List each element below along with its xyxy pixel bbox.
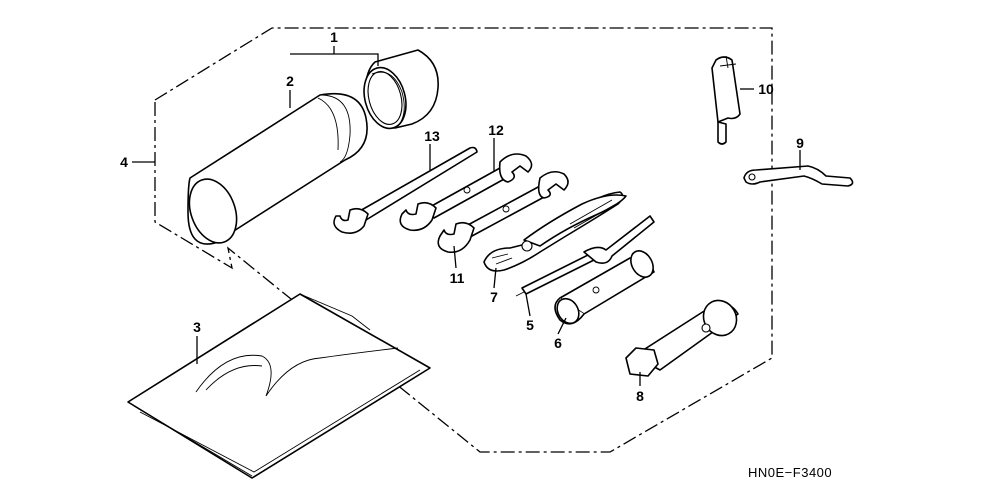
wrench-11 bbox=[437, 170, 569, 254]
callout-4: 4 bbox=[120, 154, 128, 170]
leader-5 bbox=[525, 293, 531, 317]
kit-boundary bbox=[154, 27, 773, 453]
spark-plug-wrench bbox=[625, 299, 739, 377]
callout-2: 2 bbox=[286, 73, 294, 89]
callout-7: 7 bbox=[490, 289, 498, 305]
screwdriver bbox=[515, 215, 655, 297]
leader-11 bbox=[453, 245, 457, 269]
callout-6: 6 bbox=[554, 335, 562, 351]
callout-9: 9 bbox=[796, 135, 804, 151]
tool-case-tube bbox=[187, 92, 368, 245]
screwdriver-grip bbox=[711, 55, 741, 145]
leader-1 bbox=[290, 53, 379, 66]
wrench-12 bbox=[399, 153, 533, 232]
callout-11: 11 bbox=[450, 270, 465, 286]
callout-12: 12 bbox=[488, 122, 504, 138]
tool-case-cap bbox=[363, 49, 439, 130]
leader-7 bbox=[493, 267, 497, 289]
callout-5: 5 bbox=[526, 317, 534, 333]
leader-6 bbox=[557, 317, 567, 335]
bent-handle bbox=[743, 165, 854, 187]
callout-3: 3 bbox=[193, 319, 201, 335]
callout-1: 1 bbox=[330, 29, 338, 45]
callout-10: 10 bbox=[758, 81, 774, 97]
box-spanner-socket bbox=[554, 250, 655, 325]
callout-8: 8 bbox=[636, 388, 644, 404]
pliers bbox=[483, 191, 627, 272]
drawing-code: HN0E−F3400 bbox=[748, 465, 832, 480]
wrench-13 bbox=[333, 146, 478, 234]
callout-13: 13 bbox=[424, 128, 440, 144]
owners-manual-bag bbox=[127, 293, 431, 479]
